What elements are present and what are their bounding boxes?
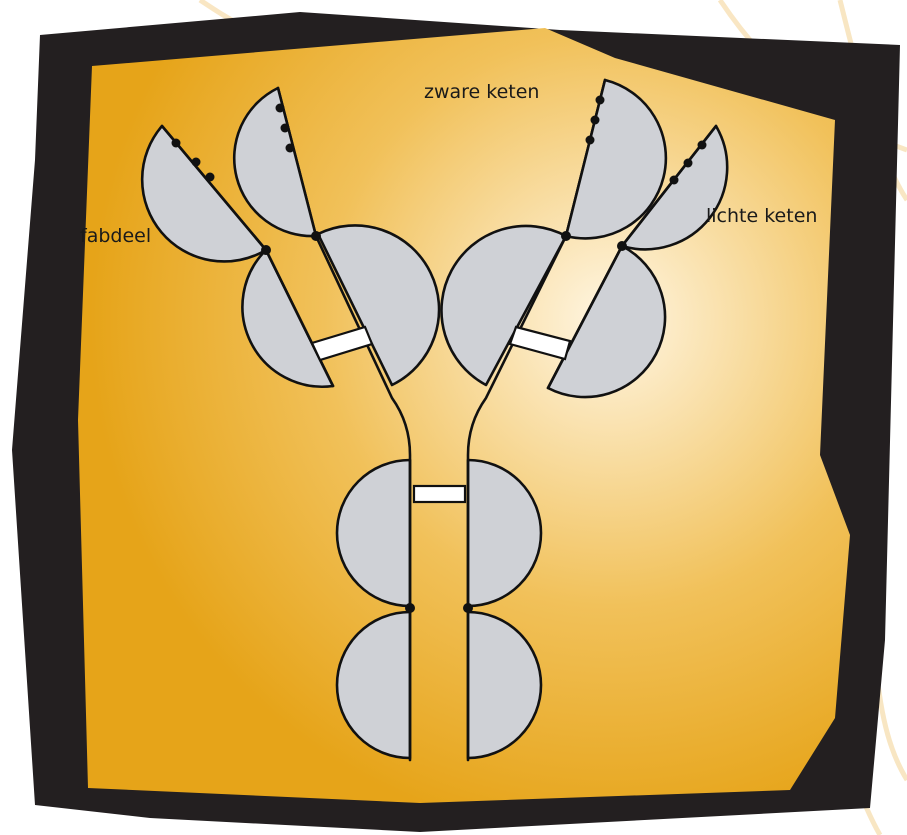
left-heavy-joint-dot	[311, 231, 321, 241]
gold-panel	[78, 28, 850, 803]
left-light-joint-dot	[261, 245, 271, 255]
right-heavy-joint-dot	[561, 231, 571, 241]
label-lichte-keten: lichte keten	[706, 205, 817, 227]
right-light-joint-dot	[617, 241, 627, 251]
label-zware-keten: zware keten	[424, 81, 539, 103]
fc-disulfide-bond	[414, 486, 465, 502]
label-fabdeel: fabdeel	[80, 225, 151, 247]
